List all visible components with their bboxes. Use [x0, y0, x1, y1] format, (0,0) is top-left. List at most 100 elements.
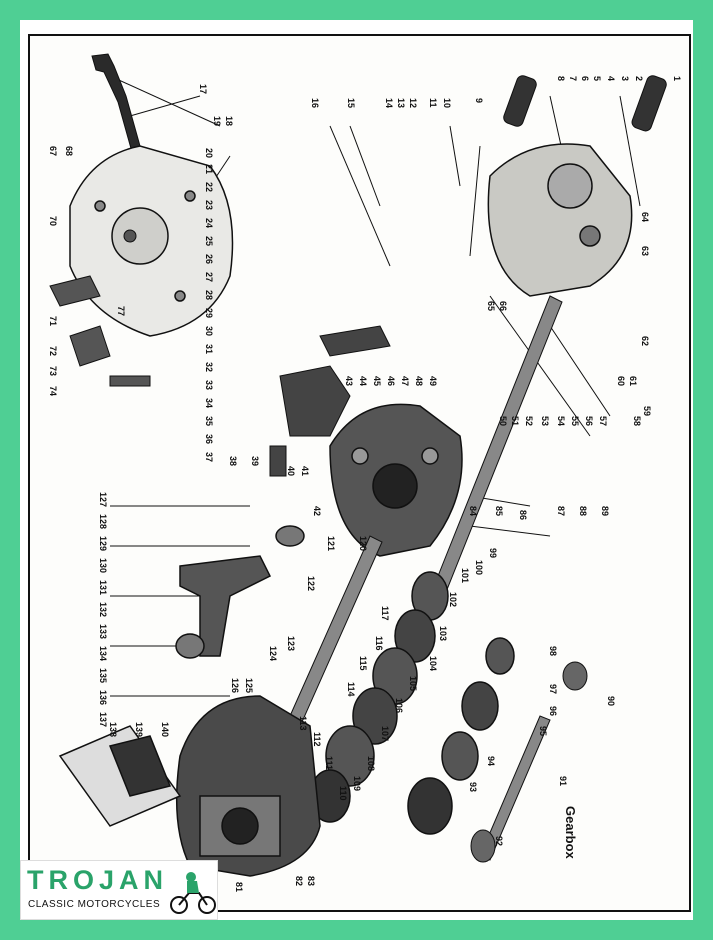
gearbox-housing — [175, 695, 321, 877]
svg-text:83: 83 — [306, 876, 316, 886]
svg-text:62: 62 — [640, 336, 650, 346]
svg-text:93: 93 — [468, 782, 478, 792]
svg-text:112: 112 — [312, 732, 322, 747]
brand-tagline: CLASSIC MOTORCYCLES — [28, 899, 161, 910]
svg-text:107: 107 — [380, 726, 390, 741]
svg-text:96: 96 — [548, 706, 558, 716]
svg-text:38: 38 — [228, 456, 238, 466]
svg-text:24: 24 — [204, 218, 214, 228]
end-plate — [58, 725, 182, 827]
svg-text:85: 85 — [494, 506, 504, 516]
svg-text:121: 121 — [326, 536, 336, 551]
svg-text:90: 90 — [606, 696, 616, 706]
svg-text:10: 10 — [442, 98, 452, 108]
svg-text:138: 138 — [108, 722, 118, 737]
svg-text:122: 122 — [306, 576, 316, 591]
svg-text:109: 109 — [352, 776, 362, 791]
gear-cluster — [309, 571, 515, 835]
svg-text:37: 37 — [204, 452, 214, 462]
svg-text:30: 30 — [204, 326, 214, 336]
svg-text:21: 21 — [204, 164, 214, 174]
svg-text:55: 55 — [570, 416, 580, 426]
svg-text:15: 15 — [346, 98, 356, 108]
svg-text:77: 77 — [116, 306, 126, 316]
svg-text:54: 54 — [556, 416, 566, 426]
svg-text:34: 34 — [204, 398, 214, 408]
svg-text:64: 64 — [640, 212, 650, 222]
svg-text:124: 124 — [268, 646, 278, 661]
svg-text:127: 127 — [98, 492, 108, 507]
svg-text:68: 68 — [64, 146, 74, 156]
svg-text:61: 61 — [628, 376, 638, 386]
svg-text:6: 6 — [580, 76, 590, 81]
exploded-parts-diagram: 17 19 18 20 21 22 23 24 25 26 27 28 29 3… — [48, 53, 682, 892]
svg-text:47: 47 — [400, 376, 410, 386]
svg-text:46: 46 — [386, 376, 396, 386]
svg-text:86: 86 — [518, 510, 528, 520]
diagram-caption: Gearbox — [563, 806, 578, 859]
svg-text:48: 48 — [414, 376, 424, 386]
svg-text:9: 9 — [474, 98, 484, 103]
svg-text:28: 28 — [204, 290, 214, 300]
svg-text:60: 60 — [616, 376, 626, 386]
svg-text:5: 5 — [592, 76, 602, 81]
svg-text:70: 70 — [48, 216, 58, 226]
svg-text:26: 26 — [204, 254, 214, 264]
selector-fork — [175, 525, 305, 659]
svg-text:31: 31 — [204, 344, 214, 354]
svg-text:82: 82 — [294, 876, 304, 886]
svg-text:50: 50 — [498, 416, 508, 426]
svg-text:105: 105 — [408, 676, 418, 691]
inner-cover — [487, 143, 633, 297]
svg-text:74: 74 — [48, 386, 58, 396]
svg-text:13: 13 — [396, 98, 406, 108]
svg-text:16: 16 — [310, 98, 320, 108]
svg-text:8: 8 — [556, 76, 566, 81]
svg-text:102: 102 — [448, 592, 458, 607]
svg-text:120: 120 — [358, 536, 368, 551]
svg-text:95: 95 — [538, 726, 548, 736]
svg-text:133: 133 — [98, 624, 108, 639]
svg-text:137: 137 — [98, 712, 108, 727]
svg-text:110: 110 — [338, 786, 348, 801]
svg-text:3: 3 — [620, 76, 630, 81]
svg-text:40: 40 — [286, 466, 296, 476]
outer-cover — [69, 145, 234, 337]
svg-text:140: 140 — [160, 722, 170, 737]
small-parts — [49, 229, 151, 387]
svg-text:87: 87 — [556, 506, 566, 516]
svg-text:113: 113 — [298, 716, 308, 731]
svg-text:99: 99 — [488, 548, 498, 558]
svg-text:91: 91 — [558, 776, 568, 786]
svg-text:106: 106 — [394, 698, 404, 713]
diagram-border: 17 19 18 20 21 22 23 24 25 26 27 28 29 3… — [28, 34, 691, 912]
svg-text:51: 51 — [510, 416, 520, 426]
svg-text:94: 94 — [486, 756, 496, 766]
svg-text:123: 123 — [286, 636, 296, 651]
svg-text:92: 92 — [494, 836, 504, 846]
svg-text:129: 129 — [98, 536, 108, 551]
svg-text:89: 89 — [600, 506, 610, 516]
svg-text:72: 72 — [48, 346, 58, 356]
svg-text:111: 111 — [324, 756, 334, 770]
svg-text:2: 2 — [634, 76, 644, 81]
gearbox-shell — [329, 403, 463, 557]
svg-text:66: 66 — [498, 301, 508, 311]
svg-text:44: 44 — [358, 376, 368, 386]
bushes — [503, 75, 667, 132]
svg-text:103: 103 — [438, 626, 448, 641]
svg-text:128: 128 — [98, 514, 108, 529]
svg-text:52: 52 — [524, 416, 534, 426]
svg-text:134: 134 — [98, 646, 108, 661]
svg-text:88: 88 — [578, 506, 588, 516]
svg-text:25: 25 — [204, 236, 214, 246]
svg-text:12: 12 — [408, 98, 418, 108]
svg-text:53: 53 — [540, 416, 550, 426]
svg-text:23: 23 — [204, 200, 214, 210]
motorcycle-icon — [170, 872, 216, 914]
svg-text:104: 104 — [428, 656, 438, 671]
svg-text:100: 100 — [474, 560, 484, 575]
svg-text:139: 139 — [134, 722, 144, 737]
svg-text:56: 56 — [584, 416, 594, 426]
svg-text:130: 130 — [98, 558, 108, 573]
